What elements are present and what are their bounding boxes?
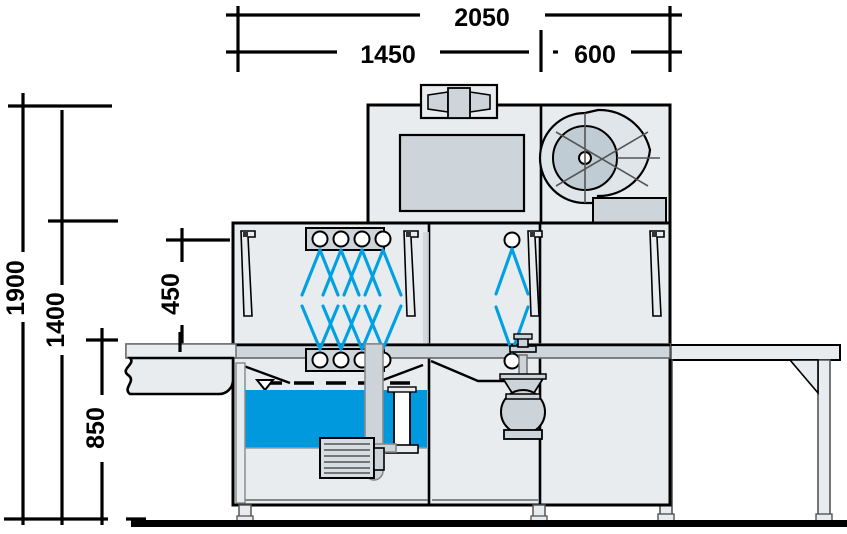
tank-heating-element — [385, 386, 419, 454]
left-dimension-group — [4, 93, 230, 525]
exhaust-duct-stub — [419, 83, 499, 120]
rinse-spray-jets — [494, 247, 530, 354]
inlet-table-body — [124, 356, 235, 396]
upper-wash-arm-nozzles — [305, 227, 392, 251]
machine-main-cabinet — [231, 221, 672, 507]
dim-label-hood-height: 1400 — [42, 292, 70, 348]
water-level-symbol — [254, 379, 276, 392]
wash-chamber-internals — [423, 232, 429, 343]
lower-wash-spray-jets — [300, 304, 403, 351]
pump-shaft-housing — [373, 447, 385, 471]
outlet-table-foot-1 — [657, 513, 675, 522]
wash-pump-motor[interactable] — [319, 437, 385, 479]
machine-foot-1 — [238, 504, 252, 518]
dim-label-chamber-opening-height: 450 — [157, 273, 185, 315]
wash-chamber-shadow — [423, 232, 429, 343]
dim-label-overall-height: 1900 — [2, 260, 30, 316]
outlet-table-gusset — [788, 359, 819, 396]
dim-label-wash-module-width: 1450 — [360, 41, 416, 69]
lower-rinse-nozzle — [503, 352, 521, 370]
rinse-booster-boiler — [499, 333, 547, 440]
inlet-table-break — [124, 332, 237, 396]
adjustable-feet — [236, 504, 548, 523]
upper-wash-spray-jets — [300, 248, 403, 297]
machine-foot-2 — [532, 504, 546, 518]
outlet-table-leg-2 — [817, 359, 831, 517]
upper-rinse-nozzle — [503, 231, 521, 249]
boiler-base — [503, 429, 543, 440]
ground-line — [131, 520, 847, 527]
control-panel[interactable] — [398, 133, 526, 213]
outlet-table-foot-2 — [815, 513, 833, 522]
splash-curtains — [240, 230, 665, 317]
dim-label-table-height: 850 — [82, 407, 110, 449]
top-dimension-group — [226, 6, 682, 72]
dim-label-overall-width: 2050 — [454, 4, 510, 32]
tank-left-wall — [235, 362, 246, 504]
boiler-valve-cap — [513, 333, 533, 340]
dim-label-rinse-module-width: 600 — [574, 41, 616, 69]
blower-vane-3 — [555, 131, 649, 187]
